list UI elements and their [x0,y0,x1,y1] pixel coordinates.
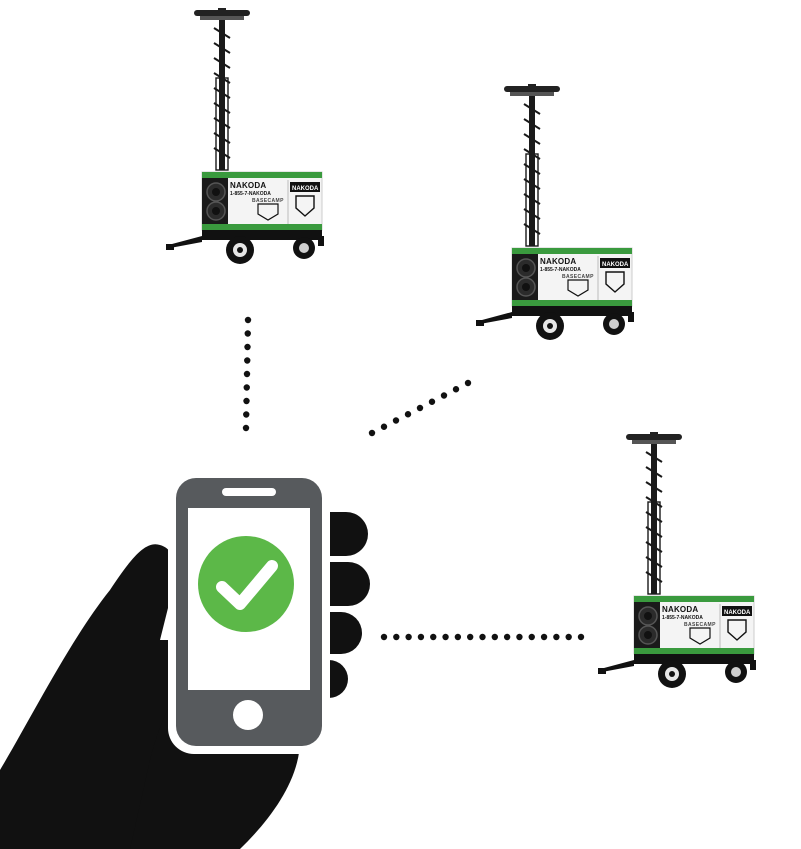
unit-brand-right: NAKODA [724,610,751,616]
dot-link-top-right [428,398,436,405]
dot-link-top-left [243,370,251,378]
dot-link-bottom-right [503,633,511,641]
dot-link-bottom-right [454,633,462,641]
unit-bottom-right: NAKODA 1-855-7-NAKODA BASECAMP NAKODA [597,431,757,689]
dot-link-bottom-right [553,633,560,641]
unit-model: BASECAMP [252,198,284,204]
dot-link-top-left [244,343,251,351]
dot-link-bottom-right [430,633,437,641]
dot-link-top-right [404,411,412,418]
phone-home-button [233,700,263,730]
dot-link-top-left [244,357,251,364]
dot-link-top-right [464,379,472,387]
dot-link-top-right [392,417,400,424]
dot-link-top-right [380,423,388,430]
unit-phone-number: 1-855-7-NAKODA [662,615,703,621]
unit-brand-right: NAKODA [292,186,319,192]
phone-speaker [222,488,276,496]
unit-phone-number: 1-855-7-NAKODA [540,267,581,273]
dot-link-top-left [244,316,252,324]
unit-model: BASECAMP [562,274,594,280]
dot-link-top-left [244,330,251,337]
dot-link-top-left [243,397,250,405]
dot-link-bottom-right [491,633,499,641]
dot-link-top-left [242,424,250,432]
dot-link-bottom-right [565,633,572,641]
unit-top-left: NAKODA 1-855-7-NAKODA BASECAMP NAKODA [165,7,325,265]
dot-link-bottom-right [479,633,486,641]
dot-link-bottom-right [516,633,523,641]
unit-model: BASECAMP [684,622,716,628]
dot-link-bottom-right [442,633,449,641]
dot-link-bottom-right [405,633,412,641]
dot-link-bottom-right [466,633,474,641]
dot-link-bottom-right [540,633,548,641]
unit-top-right: NAKODA 1-855-7-NAKODA BASECAMP NAKODA [475,83,635,341]
dot-link-top-right [452,386,460,393]
dot-link-top-right [368,429,376,437]
unit-brand: NAKODA [230,181,266,190]
dot-link-bottom-right [577,633,585,641]
dot-link-top-left [243,411,250,418]
dot-link-bottom-right [417,633,425,641]
dot-link-top-right [416,404,424,412]
checkmark-icon [198,536,294,632]
dot-link-top-left [243,384,250,391]
unit-brand: NAKODA [662,605,698,614]
connection-dots [242,316,585,641]
dot-link-top-right [440,392,448,399]
dot-link-bottom-right [528,633,535,641]
unit-brand: NAKODA [540,257,576,266]
unit-phone-number: 1-855-7-NAKODA [230,191,271,197]
dot-link-bottom-right [393,633,400,641]
unit-brand-right: NAKODA [602,262,629,268]
dot-link-bottom-right [380,633,388,641]
